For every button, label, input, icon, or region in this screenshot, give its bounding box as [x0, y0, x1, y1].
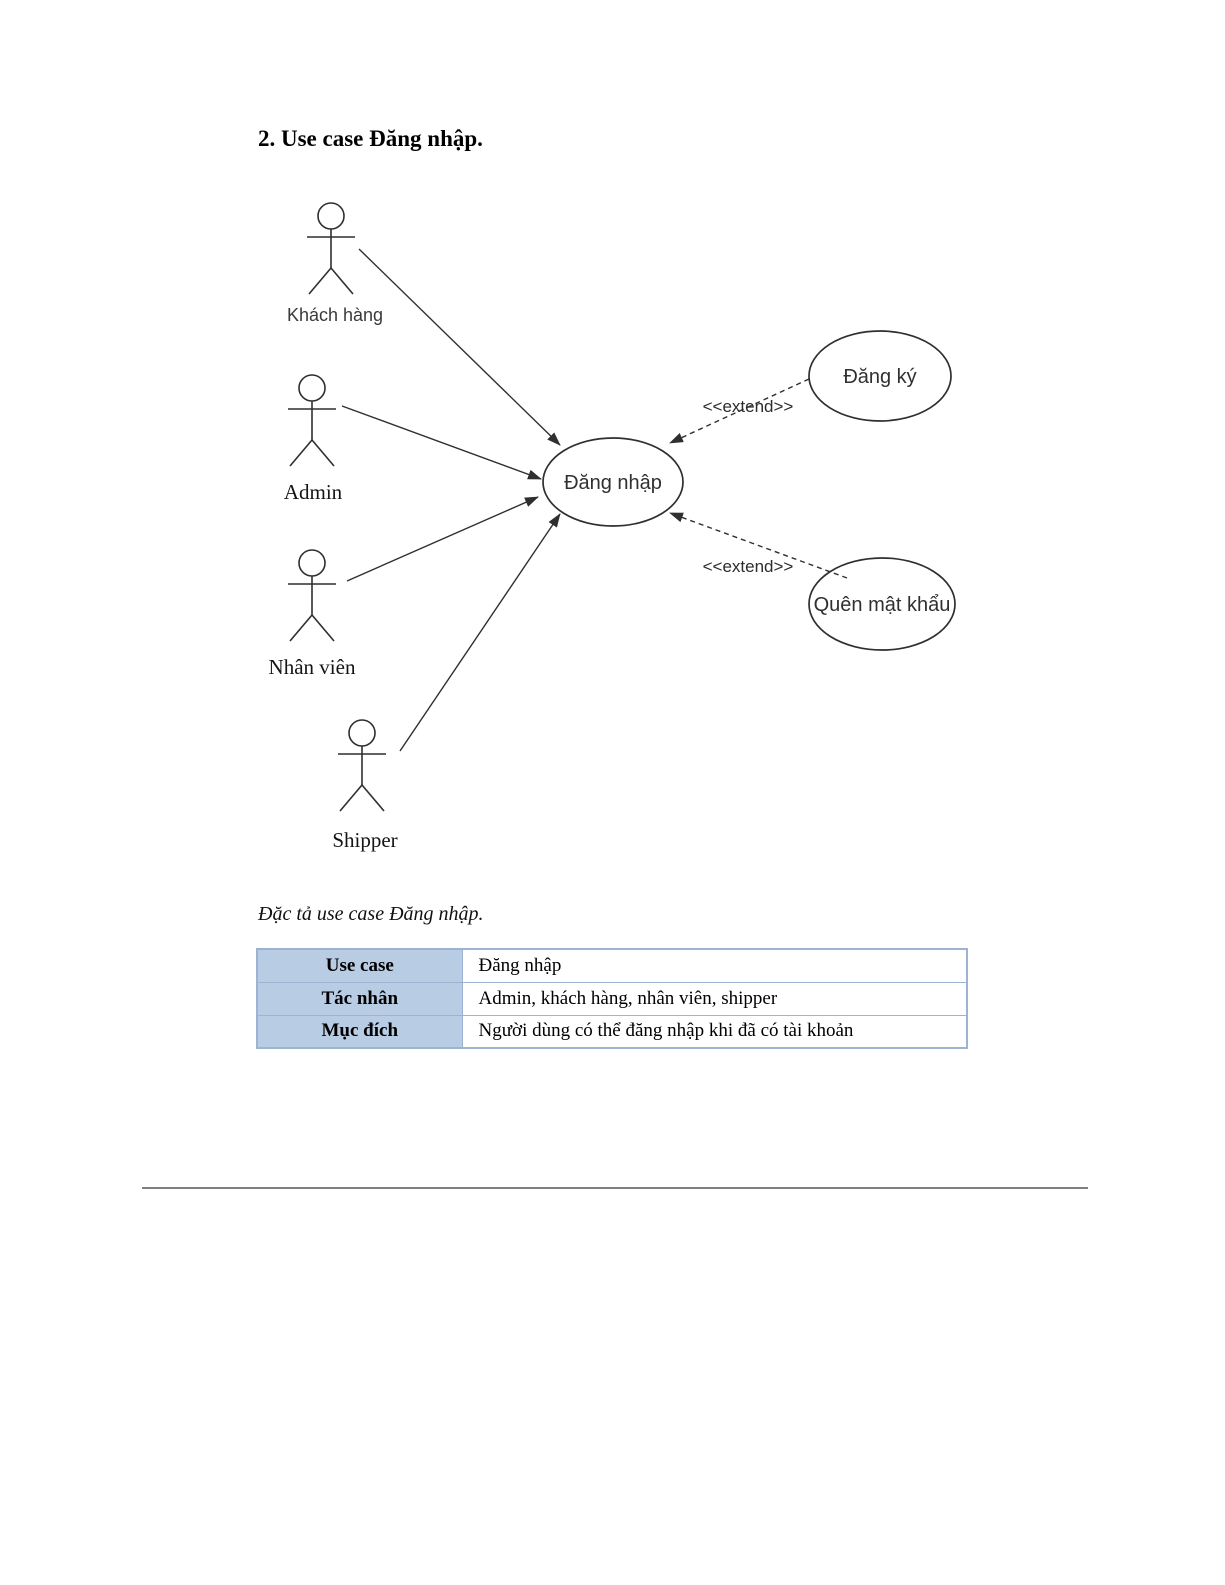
extend-stereotype-bottom: <<extend>>: [703, 557, 794, 576]
row-value-use-case: Đăng nhập: [461, 948, 968, 983]
use-case-label: Đăng nhập: [564, 472, 662, 494]
extend-dang-ky-dang-nhap: [669, 378, 810, 444]
actor-left-leg: [289, 614, 313, 642]
actor-right-leg: [361, 784, 385, 812]
page-break-divider: [142, 1187, 1088, 1189]
use-case-spec-table: Use case Đăng nhập Tác nhân Admin, khách…: [256, 948, 968, 1049]
actor-head: [298, 549, 326, 577]
actor-right-leg: [311, 614, 335, 642]
actor-head: [298, 374, 326, 402]
actor-shipper: Shipper: [332, 719, 398, 852]
row-value-tac-nhan: Admin, khách hàng, nhân viên, shipper: [461, 981, 968, 1016]
association-nhan-vien-dang-nhap: [346, 496, 539, 582]
use-case-ellipse: [808, 557, 956, 651]
actor-label: Admin: [284, 480, 343, 504]
actor-left-leg: [308, 267, 332, 295]
row-header-use-case: Use case: [256, 948, 463, 983]
use-case-ellipse: [542, 437, 684, 527]
use-case-dang-ky: Đăng ký: [808, 330, 952, 422]
use-case-diagram: <<extend>> <<extend>> Khách hàng Admin: [269, 202, 956, 852]
actor-right-leg: [330, 267, 354, 295]
use-case-dang-nhap: Đăng nhập: [542, 437, 684, 527]
table-row: Use case Đăng nhập: [256, 948, 968, 983]
association-khach-hang-dang-nhap: [358, 248, 561, 446]
actor-head: [317, 202, 345, 230]
row-value-muc-dich: Người dùng có thể đăng nhập khi đã có tà…: [461, 1014, 968, 1049]
use-case-label: Đăng ký: [843, 366, 916, 388]
actor-right-leg: [311, 439, 335, 467]
use-case-ellipse: [808, 330, 952, 422]
use-case-quen-mat-khau: Quên mật khẩu: [808, 557, 956, 651]
section-title: 2. Use case Đăng nhập.: [258, 126, 483, 151]
actor-head: [348, 719, 376, 747]
row-header-tac-nhan: Tác nhân: [256, 981, 463, 1016]
actor-label: Shipper: [332, 828, 397, 852]
figure-caption: Đặc tả use case Đăng nhập.: [258, 903, 484, 925]
association-admin-dang-nhap: [341, 405, 542, 480]
extend-stereotype-top: <<extend>>: [703, 397, 794, 416]
actor-label: Khách hàng: [287, 305, 383, 325]
row-header-muc-dich: Mục đích: [256, 1014, 463, 1049]
use-case-label: Quên mật khẩu: [814, 594, 951, 616]
table-row: Mục đích Người dùng có thể đăng nhập khi…: [256, 1014, 968, 1049]
association-shipper-dang-nhap: [399, 513, 561, 752]
actor-left-leg: [289, 439, 313, 467]
actor-left-leg: [339, 784, 363, 812]
extend-quen-mat-khau-dang-nhap: [669, 512, 848, 579]
actor-khach-hang: Khách hàng: [287, 202, 383, 325]
table-row: Tác nhân Admin, khách hàng, nhân viên, s…: [256, 981, 968, 1016]
actor-label: Nhân viên: [269, 655, 356, 679]
actor-admin: Admin: [284, 374, 343, 504]
actor-nhan-vien: Nhân viên: [269, 549, 356, 679]
